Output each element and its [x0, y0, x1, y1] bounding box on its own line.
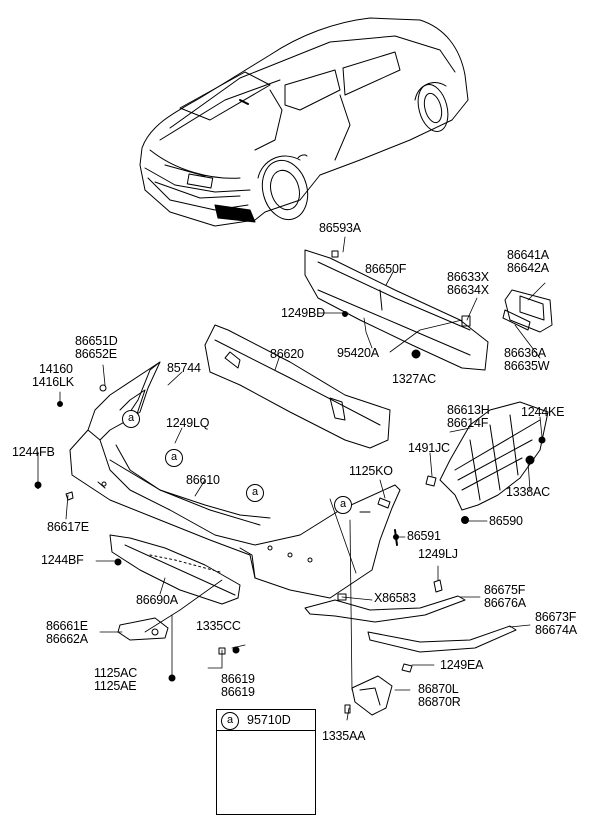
part-label-95420a: 95420A — [337, 346, 379, 360]
part-label-86634x: 86634X — [447, 283, 489, 297]
part-label-86651d: 86651D — [75, 334, 118, 348]
part-label-1416lk: 1416LK — [32, 375, 74, 389]
part-label-86610: 86610 — [186, 473, 220, 487]
part-label-14160: 14160 — [39, 362, 73, 376]
part-label-86650f: 86650F — [365, 262, 407, 276]
bumper-beam — [304, 249, 489, 371]
part-label-86690a: 86690A — [136, 593, 178, 607]
part-label-86620: 86620 — [270, 347, 304, 361]
mud-guard — [344, 675, 393, 716]
part-label-1244bf: 1244BF — [41, 553, 84, 567]
part-label-1125ae: 1125AE — [94, 679, 137, 693]
part-label-86662a: 86662A — [46, 632, 88, 646]
part-label-1327ac: 1327AC — [392, 372, 436, 386]
bumper-cover — [69, 361, 401, 599]
reflector-left — [117, 617, 169, 641]
bracket-set — [461, 289, 553, 333]
lower-valance — [109, 534, 241, 605]
part-label-86617e: 86617E — [47, 520, 89, 534]
part-label-86652e: 86652E — [75, 347, 117, 361]
part-label-1249lj: 1249LJ — [418, 547, 458, 561]
part-label-86642a: 86642A — [507, 261, 549, 275]
absorber — [204, 324, 391, 449]
part-label-1249lq: 1249LQ — [166, 416, 210, 430]
part-label-86673f: 86673F — [535, 610, 577, 624]
part-label-1335cc: 1335CC — [196, 619, 241, 633]
part-label-86593a: 86593A — [319, 221, 361, 235]
callout-a-2: a — [165, 449, 183, 467]
part-label-86870l: 86870L — [418, 682, 459, 696]
callout-a-3: a — [246, 484, 264, 502]
part-label-1335aa: 1335AA — [322, 729, 366, 743]
legend-badge: a — [221, 712, 239, 730]
part-label-86641a: 86641A — [507, 248, 549, 262]
part-label-86619-b: 86619 — [221, 685, 255, 699]
part-label-86591: 86591 — [407, 529, 441, 543]
part-label-1338ac: 1338AC — [506, 485, 550, 499]
car-illustration — [139, 17, 469, 227]
part-label-85744: 85744 — [167, 361, 201, 375]
part-label-1244fb: 1244FB — [12, 445, 55, 459]
part-label-1249ea: 1249EA — [440, 658, 484, 672]
part-label-1249bd: 1249BD — [281, 306, 325, 320]
legend-part-number: 95710D — [247, 713, 291, 727]
part-label-86661e: 86661E — [46, 619, 88, 633]
legend-divider — [217, 730, 315, 731]
part-label-86614f: 86614F — [447, 416, 489, 430]
fasteners — [34, 311, 546, 682]
part-label-86870r: 86870R — [418, 695, 461, 709]
part-label-86619-a: 86619 — [221, 672, 255, 686]
part-label-86613h: 86613H — [447, 403, 490, 417]
part-label-86633x: 86633X — [447, 270, 489, 284]
part-label-1491jc: 1491JC — [408, 441, 450, 455]
part-label-86636a: 86636A — [504, 346, 546, 360]
part-label-86590: 86590 — [489, 514, 523, 528]
callout-a-1: a — [122, 410, 140, 428]
part-label-86675f: 86675F — [484, 583, 526, 597]
legend-box: a 95710D — [216, 709, 316, 815]
part-label-x86583: X86583 — [374, 591, 416, 605]
part-label-86676a: 86676A — [484, 596, 526, 610]
part-label-86635w: 86635W — [504, 359, 550, 373]
part-label-86674a: 86674A — [535, 623, 577, 637]
part-label-1125ac: 1125AC — [94, 666, 138, 680]
side-moldings — [304, 593, 517, 653]
part-label-1125ko: 1125KO — [349, 464, 393, 478]
callout-a-4: a — [334, 496, 352, 514]
part-label-1244ke: 1244KE — [521, 405, 565, 419]
under-cover-right — [439, 401, 549, 511]
